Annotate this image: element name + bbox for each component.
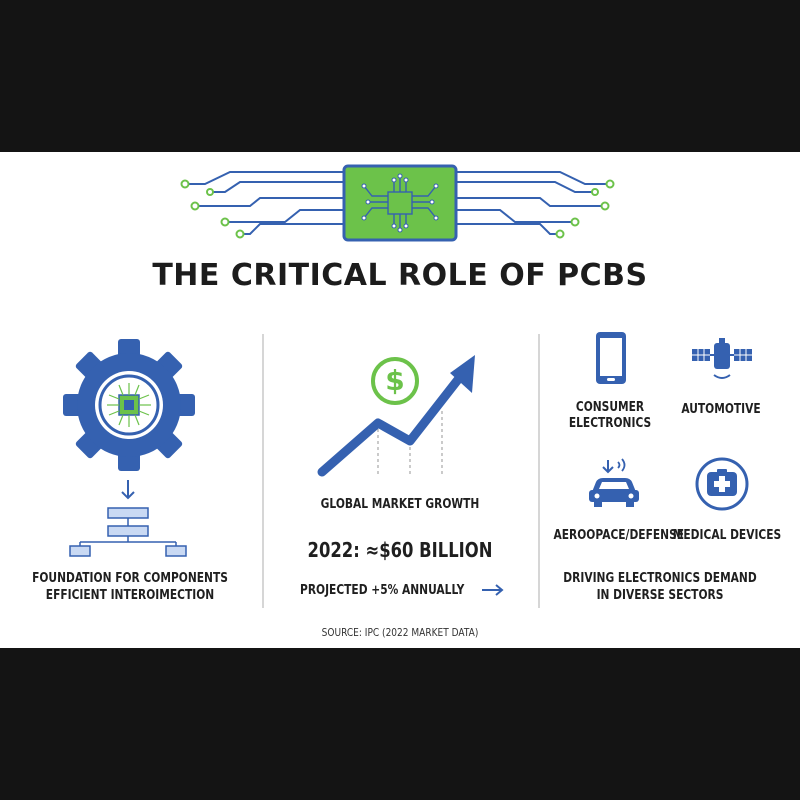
sector-label: AUTOMOTIVE	[681, 402, 761, 417]
trace	[185, 171, 345, 185]
left-caption-line2: EFFICIENT INTEROIMECTION	[45, 588, 215, 603]
arrow-right-icon	[482, 584, 504, 596]
left-caption-line1: FOUNDATION FOR COMPONENTS	[32, 571, 228, 586]
growth-arrow-icon	[317, 355, 475, 477]
sector-label: ELECTRONICS	[568, 416, 652, 431]
trace	[455, 181, 595, 193]
column-divider	[262, 334, 264, 608]
source-note: SOURCE: IPC (2022 MARKET DATA)	[321, 626, 479, 639]
dollar-symbol: $	[385, 364, 405, 397]
medical-cross-icon	[695, 457, 749, 511]
sector-label: AEROOPACE/DEFENSE	[553, 528, 685, 543]
trace	[455, 223, 560, 235]
sector-label: MEDICAL DEVICES	[672, 528, 782, 543]
infographic-panel: THE CRITICAL ROLE OF PCBS	[0, 152, 800, 648]
circuit-chip-icon	[180, 164, 615, 242]
trace	[210, 181, 345, 193]
right-caption-line1: DRIVING ELECTRONICS DEMAND	[563, 571, 757, 586]
gear-icon	[63, 339, 195, 471]
right-caption-line2: IN DIVERSE SECTORS	[596, 588, 724, 603]
trace	[455, 209, 575, 223]
trace	[195, 197, 345, 207]
trace	[455, 197, 605, 207]
smartphone-icon	[596, 332, 626, 384]
trace	[455, 171, 610, 185]
chip-body	[342, 164, 458, 242]
projection-text: PROJECTED +5% ANNUALLY	[300, 583, 465, 598]
arrow-down-icon	[121, 480, 135, 500]
trace	[240, 223, 345, 235]
market-value: 2022: ≈$60 BILLION	[307, 538, 493, 562]
page-title: THE CRITICAL ROLE OF PCBS	[152, 258, 648, 293]
market-growth-label: GLOBAL MARKET GROWTH	[320, 497, 480, 512]
hierarchy-diagram-icon	[69, 507, 187, 557]
satellite-icon	[692, 338, 752, 379]
trace	[225, 209, 345, 223]
car-icon	[589, 458, 639, 507]
dollar-coin-icon	[371, 357, 419, 405]
sector-label: CONSUMER	[575, 400, 645, 415]
column-divider	[538, 334, 540, 608]
